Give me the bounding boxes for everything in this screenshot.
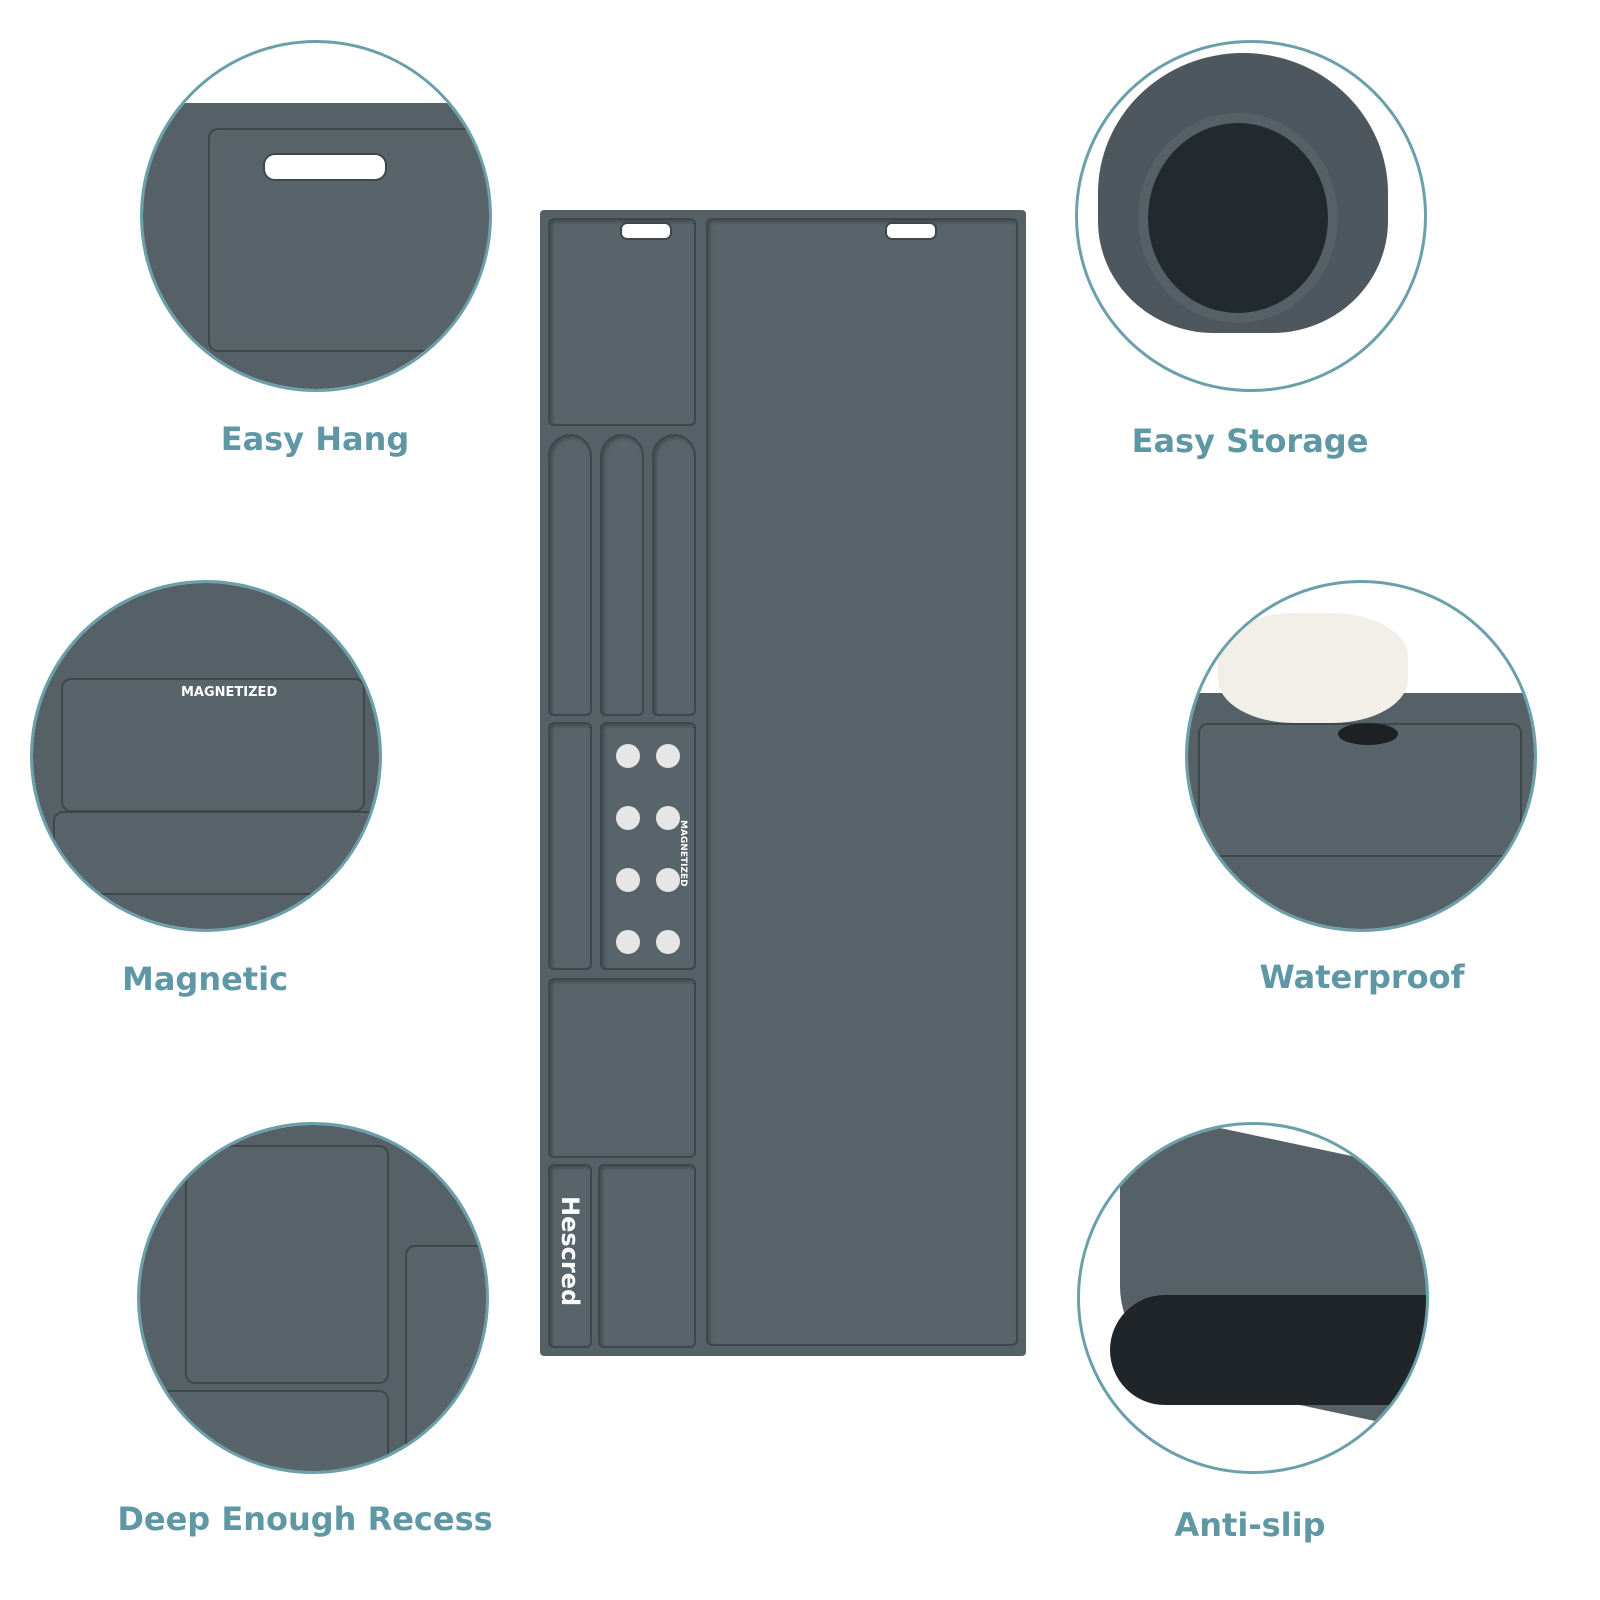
anti-slip-closeup bbox=[1077, 1122, 1429, 1474]
waterproof-closeup bbox=[1185, 580, 1537, 932]
tool-slot bbox=[548, 434, 592, 716]
feature-label-waterproof: Waterproof bbox=[1259, 958, 1465, 996]
feature-label-magnetic: Magnetic bbox=[121, 960, 289, 998]
easy-hang-closeup bbox=[140, 40, 492, 392]
feature-label-easy-hang: Easy Hang bbox=[220, 420, 410, 458]
tool-slot bbox=[600, 434, 644, 716]
compartment-top-left bbox=[548, 218, 696, 426]
narrow-compartment bbox=[548, 722, 592, 970]
main-work-area bbox=[706, 218, 1018, 1346]
feature-label-deep-recess: Deep Enough Recess bbox=[117, 1500, 493, 1538]
magnetic-closeup: MAGNETIZED bbox=[30, 580, 382, 932]
feature-label-anti-slip: Anti-slip bbox=[1174, 1506, 1326, 1544]
brand-logo: Hescred bbox=[556, 1196, 584, 1307]
magnetized-label: MAGNETIZED bbox=[678, 820, 688, 887]
deep-recess-closeup bbox=[137, 1122, 489, 1474]
magnetic-compartment: MAGNETIZED bbox=[600, 722, 696, 970]
hang-hole-icon bbox=[885, 222, 937, 240]
compartment bbox=[548, 978, 696, 1158]
tool-slot bbox=[652, 434, 696, 716]
brand-compartment: Hescred bbox=[548, 1164, 592, 1348]
easy-storage-closeup bbox=[1075, 40, 1427, 392]
feature-label-easy-storage: Easy Storage bbox=[1131, 422, 1369, 460]
hang-hole-icon bbox=[620, 222, 672, 240]
compartment bbox=[598, 1164, 696, 1348]
silicone-mat: MAGNETIZED Hescred bbox=[540, 210, 1026, 1356]
magnetized-label: MAGNETIZED bbox=[181, 685, 278, 700]
